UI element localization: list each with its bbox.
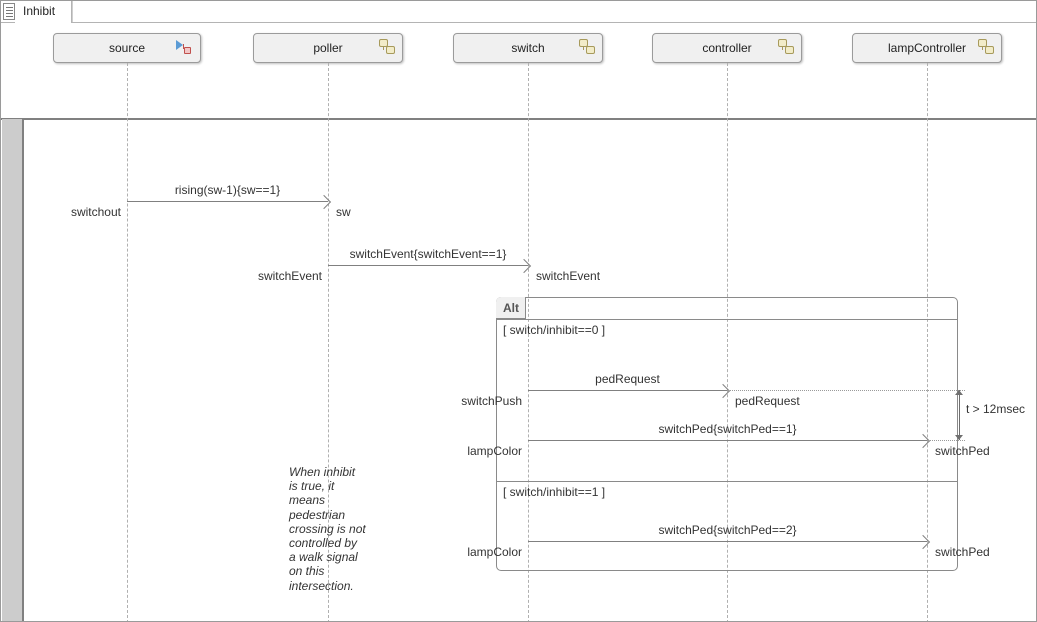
message-label-2: pedRequest (595, 372, 660, 386)
source-port-label-4: lampColor (467, 545, 522, 559)
target-port-label-3: switchPed (935, 444, 990, 458)
lifeline-controller (727, 63, 728, 621)
message-label-3: switchPed{switchPed==1} (658, 422, 797, 436)
fragment-operand-divider (496, 481, 958, 482)
subsystem-icon (777, 38, 796, 56)
header-separator (1, 118, 1036, 120)
message-label-4: switchPed{switchPed==2} (658, 523, 797, 537)
combined-fragment-alt[interactable] (496, 297, 958, 571)
lifeline-header-source[interactable]: source (53, 33, 201, 63)
source-port-label-2: switchPush (461, 394, 522, 408)
subsystem-icon (578, 38, 597, 56)
source-port-label-0: switchout (70, 205, 121, 219)
lifeline-switch (528, 63, 529, 621)
message-label-1: switchEvent{switchEvent==1} (349, 247, 507, 261)
fragment-operator-tab: Alt (496, 297, 526, 319)
source-block-icon (176, 38, 195, 56)
source-port-label-1: switchEvent (257, 269, 322, 283)
fragment-guard-0: [ switch/inhibit==0 ] (503, 323, 606, 337)
target-port-label-1: switchEvent (536, 269, 601, 283)
document-lines-icon (3, 3, 15, 20)
target-port-label-0: sw (336, 205, 351, 219)
lifeline-header-poller[interactable]: poller (253, 33, 403, 63)
timing-arrowhead-down (955, 435, 963, 440)
timing-arrow (959, 390, 960, 440)
lifeline-header-switch[interactable]: switch (453, 33, 603, 63)
fragment-operand-divider-top (496, 319, 958, 320)
message-line-0[interactable] (127, 201, 328, 202)
fragment-guard-1: [ switch/inhibit==1 ] (503, 485, 606, 499)
left-gutter[interactable] (2, 119, 24, 621)
target-port-label-2: pedRequest (735, 394, 800, 408)
tab-label: Inhibit (23, 4, 56, 18)
lifeline-name: controller (702, 41, 752, 55)
timing-arrowhead-up (955, 390, 963, 395)
target-port-label-4: switchPed (935, 545, 990, 559)
subsystem-icon (977, 38, 996, 56)
message-label-0: rising(sw-1){sw==1} (174, 183, 281, 197)
lifeline-header-controller[interactable]: controller (652, 33, 802, 63)
message-line-3[interactable] (528, 440, 927, 441)
message-line-1[interactable] (328, 265, 528, 266)
diagram-note: When inhibit is true, it means pedestria… (289, 465, 366, 593)
tab-strip-empty (72, 1, 1036, 22)
lifeline-name: poller (313, 41, 343, 55)
fragment-operator-label: Alt (503, 301, 519, 315)
timing-guide-1 (927, 440, 965, 441)
timing-constraint-label: t > 12msec (966, 402, 1026, 416)
lifeline-name: switch (511, 41, 545, 55)
message-line-2[interactable] (528, 390, 727, 391)
timing-guide-0 (727, 390, 965, 391)
tab-inhibit[interactable]: Inhibit (15, 1, 72, 23)
lifeline-header-lampcontroller[interactable]: lampController (852, 33, 1002, 63)
message-line-4[interactable] (528, 541, 927, 542)
lifeline-source (127, 63, 128, 621)
lifeline-name: lampController (887, 41, 967, 55)
diagram-canvas[interactable]: source poller switch controller lampControll… (1, 23, 1036, 621)
lifeline-name: source (108, 41, 146, 55)
subsystem-icon (378, 38, 397, 56)
source-port-label-3: lampColor (467, 444, 522, 458)
tab-bar: Inhibit (1, 1, 1036, 23)
lifeline-poller (328, 63, 329, 621)
lifeline-lampcontroller (927, 63, 928, 621)
